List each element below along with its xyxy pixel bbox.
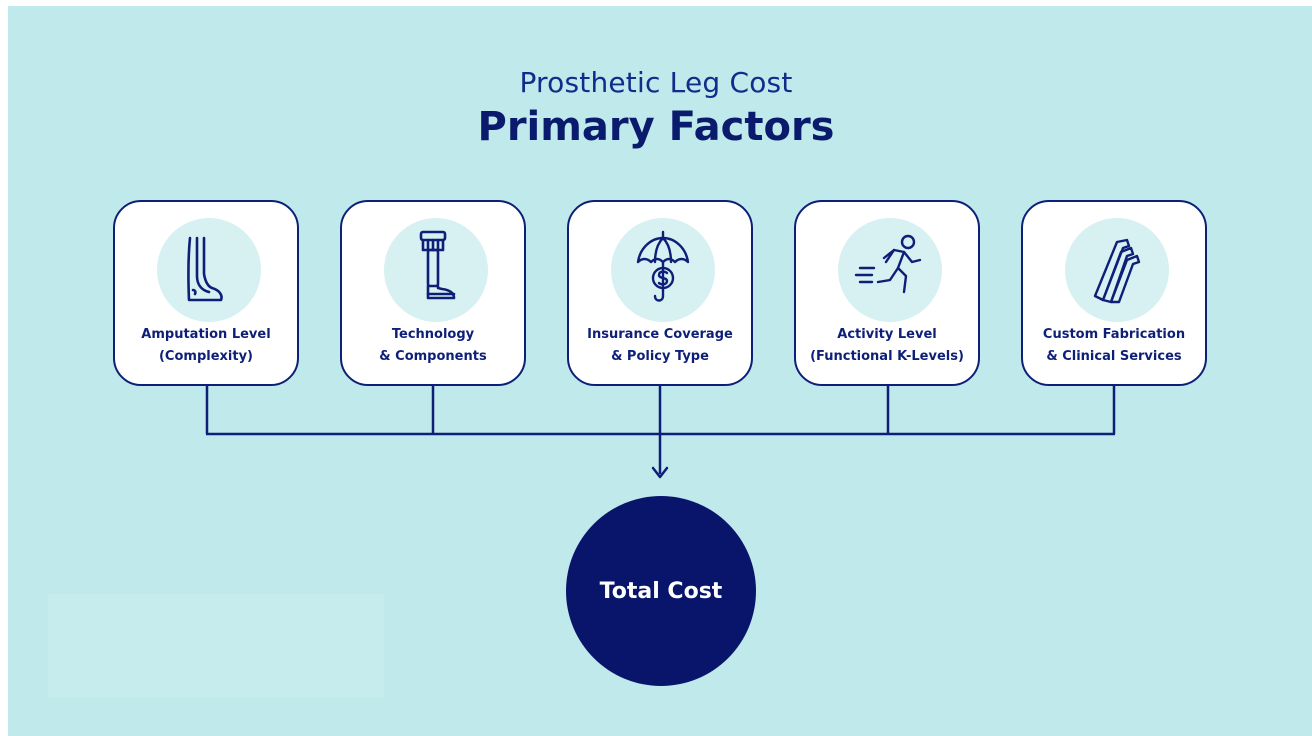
icon-circle [384, 218, 488, 322]
factor-card-amputation-level: Amputation Level (Complexity) [113, 200, 299, 386]
factor-card-custom-fabrication: Custom Fabrication & Clinical Services [1021, 200, 1207, 386]
factor-label-line2: (Complexity) [158, 349, 253, 364]
icon-circle [611, 218, 715, 322]
factor-label: Technology & Components [342, 324, 524, 368]
diagram-subtitle: Prosthetic Leg Cost [519, 66, 793, 99]
icon-circle [838, 218, 942, 322]
factor-label: Amputation Level (Complexity) [115, 324, 297, 368]
total-cost-label: Total Cost [599, 578, 723, 604]
factor-label-line1: Custom Fabrication [1042, 327, 1186, 342]
leg-foot-icon [187, 236, 223, 302]
factor-label-line2: & Components [379, 349, 487, 364]
prosthetic-leg-icon [419, 230, 456, 300]
hex-key-tools-icon [1093, 238, 1141, 304]
factor-card-activity-level: Activity Level (Functional K-Levels) [794, 200, 980, 386]
factor-label-line2: & Policy Type [611, 349, 709, 364]
factor-label: Activity Level (Functional K-Levels) [796, 324, 978, 368]
icon-circle [1065, 218, 1169, 322]
total-cost-circle: Total Cost [566, 496, 756, 686]
factor-label: Insurance Coverage & Policy Type [569, 324, 751, 368]
factor-card-insurance: Insurance Coverage & Policy Type [567, 200, 753, 386]
factor-label-line1: Technology [391, 327, 475, 342]
running-person-icon [854, 234, 922, 294]
factor-card-technology: Technology & Components [340, 200, 526, 386]
factor-label-line1: Amputation Level [141, 327, 271, 342]
umbrella-dollar-icon [636, 230, 690, 302]
factor-label: Custom Fabrication & Clinical Services [1023, 324, 1205, 368]
decorative-panel [48, 594, 384, 698]
factor-label-line1: Insurance Coverage [587, 327, 733, 342]
factor-label-line1: Activity Level [837, 327, 937, 342]
factor-label-line2: & Clinical Services [1046, 349, 1182, 364]
factor-label-line2: (Functional K-Levels) [810, 349, 964, 364]
diagram-title: Primary Factors [477, 104, 835, 150]
icon-circle [157, 218, 261, 322]
